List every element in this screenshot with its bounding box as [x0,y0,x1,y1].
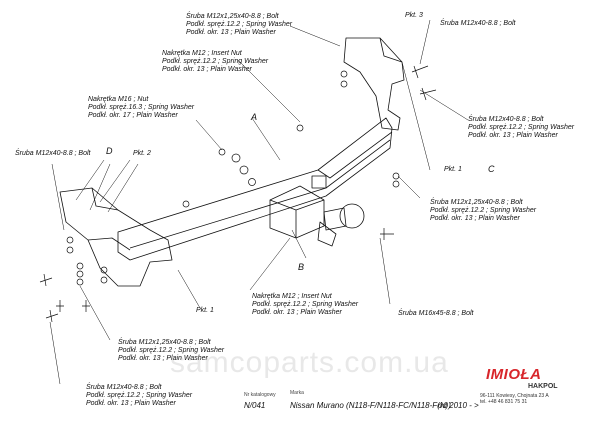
label-line: Podkł. spręż.12.2 ; Spring Washer [162,58,269,65]
label-line: Podkł. okr. 13 ; Plain Washer [468,132,558,139]
label-pkt2: Pkt. 2 [133,150,151,157]
label-line: Nakrętka M16 ; Nut [88,96,149,103]
label-bolt-right-m12x40: Śruba M12x40-8.8 ; Bolt Podkł. spręż.12.… [468,116,574,140]
label-line: Podkł. okr. 17 ; Plain Washer [88,112,178,119]
label-line: Nakrętka M12 ; Insert Nut [252,293,332,300]
label-line: Podkł. spręż.12.2 ; Spring Washer [86,392,193,399]
label-line: Podkł. okr. 13 ; Plain Washer [252,309,342,316]
label-bolt-top-m12x125: Śruba M12x1,25x40-8.8 ; Bolt Podkł. sprę… [186,13,292,37]
brand-sub: HAKPOL [528,383,558,390]
brand-address: 96-111 Kowiesy, Chojnata 23 A [480,393,549,399]
label-pkt1-right: Pkt. 1 [444,166,462,173]
label-line: Śruba M12x40-8.8 ; Bolt [86,384,162,391]
cross-beam [117,117,393,261]
label-line: Śruba M12x1,25x40-8.8 ; Bolt [118,339,211,346]
vehicle-model: Nissan Murano (N118-F/N118-FC/N118-F(N)) [290,401,451,410]
label-line: Podkł. okr. 13 ; Plain Washer [186,29,276,36]
label-bolt-bottom-m12x125: Śruba M12x1,25x40-8.8 ; Bolt Podkł. sprę… [118,339,224,363]
label-line: Śruba M12x1,25x40-8.8 ; Bolt [186,13,279,20]
catalog-caption: Nr katalogowy [244,392,276,398]
catalog-number: N/041 [244,401,266,410]
left-bracket [59,187,173,287]
label-line: Podkł. okr. 13 ; Plain Washer [86,400,176,407]
letter-d: D [106,146,113,156]
label-line: Podkł. spręż.16.3 ; Spring Washer [88,104,195,111]
model-year: od 2010 - > [438,401,479,410]
label-line: Podkł. okr. 13 ; Plain Washer [430,215,520,222]
hitch-mount [269,185,325,239]
label-bolt-right-m12x125: Śruba M12x1,25x40-8.8 ; Bolt Podkł. sprę… [430,199,536,223]
label-line: Śruba M12x40-8.8 ; Bolt [468,116,544,123]
label-bolt-bottom-m12x40: Śruba M12x40-8.8 ; Bolt Podkł. spręż.12.… [86,384,192,408]
label-line: Podkł. spręż.12.2 ; Spring Washer [468,124,575,131]
fasteners [39,65,437,323]
label-bolt-left: Śruba M12x40-8.8 ; Bolt [15,150,91,157]
brand-logo: IMIOŁA [486,366,542,383]
label-line: Podkł. spręż.12.2 ; Spring Washer [252,301,359,308]
label-line: Nakrętka M12 ; Insert Nut [162,50,242,57]
label-pkt3: Pkt. 3 [405,12,423,19]
label-line: Śruba M12x1,25x40-8.8 ; Bolt [430,199,523,206]
letter-b: B [298,262,305,272]
right-bracket [343,37,405,131]
tow-ball [339,203,365,229]
letter-c: C [488,164,495,174]
make-caption: Marka [290,390,304,396]
label-line: Podkł. spręż.12.2 ; Spring Washer [430,207,537,214]
label-bolt-m16x45: Śruba M16x45-8.8 ; Bolt [398,310,474,317]
brand-address-block: 96-111 Kowiesy, Chojnata 23 A tel. +48 4… [480,393,549,405]
label-line: Podkł. okr. 13 ; Plain Washer [118,355,208,362]
label-nut-m12-top: Nakrętka M12 ; Insert Nut Podkł. spręż.1… [162,50,268,74]
letter-a: A [251,112,258,122]
label-bolt-top-right: Śruba M12x40-8.8 ; Bolt [440,20,516,27]
label-nut-m12-bottom: Nakrętka M12 ; Insert Nut Podkł. spręż.1… [252,293,358,317]
label-line: Podkł. spręż.12.2 ; Spring Washer [118,347,225,354]
leader-lines [49,19,469,385]
label-line: Podkł. okr. 13 ; Plain Washer [162,66,252,73]
watermark-text: samcoparts.com.ua [170,346,449,379]
label-pkt1-left: Pkt. 1 [196,307,214,314]
label-line: Podkł. spręż.12.2 ; Spring Washer [186,21,293,28]
label-nut-m16: Nakrętka M16 ; Nut Podkł. spręż.16.3 ; S… [88,96,194,120]
brand-phone: tel. +48 46 831 75 31 [480,399,528,405]
